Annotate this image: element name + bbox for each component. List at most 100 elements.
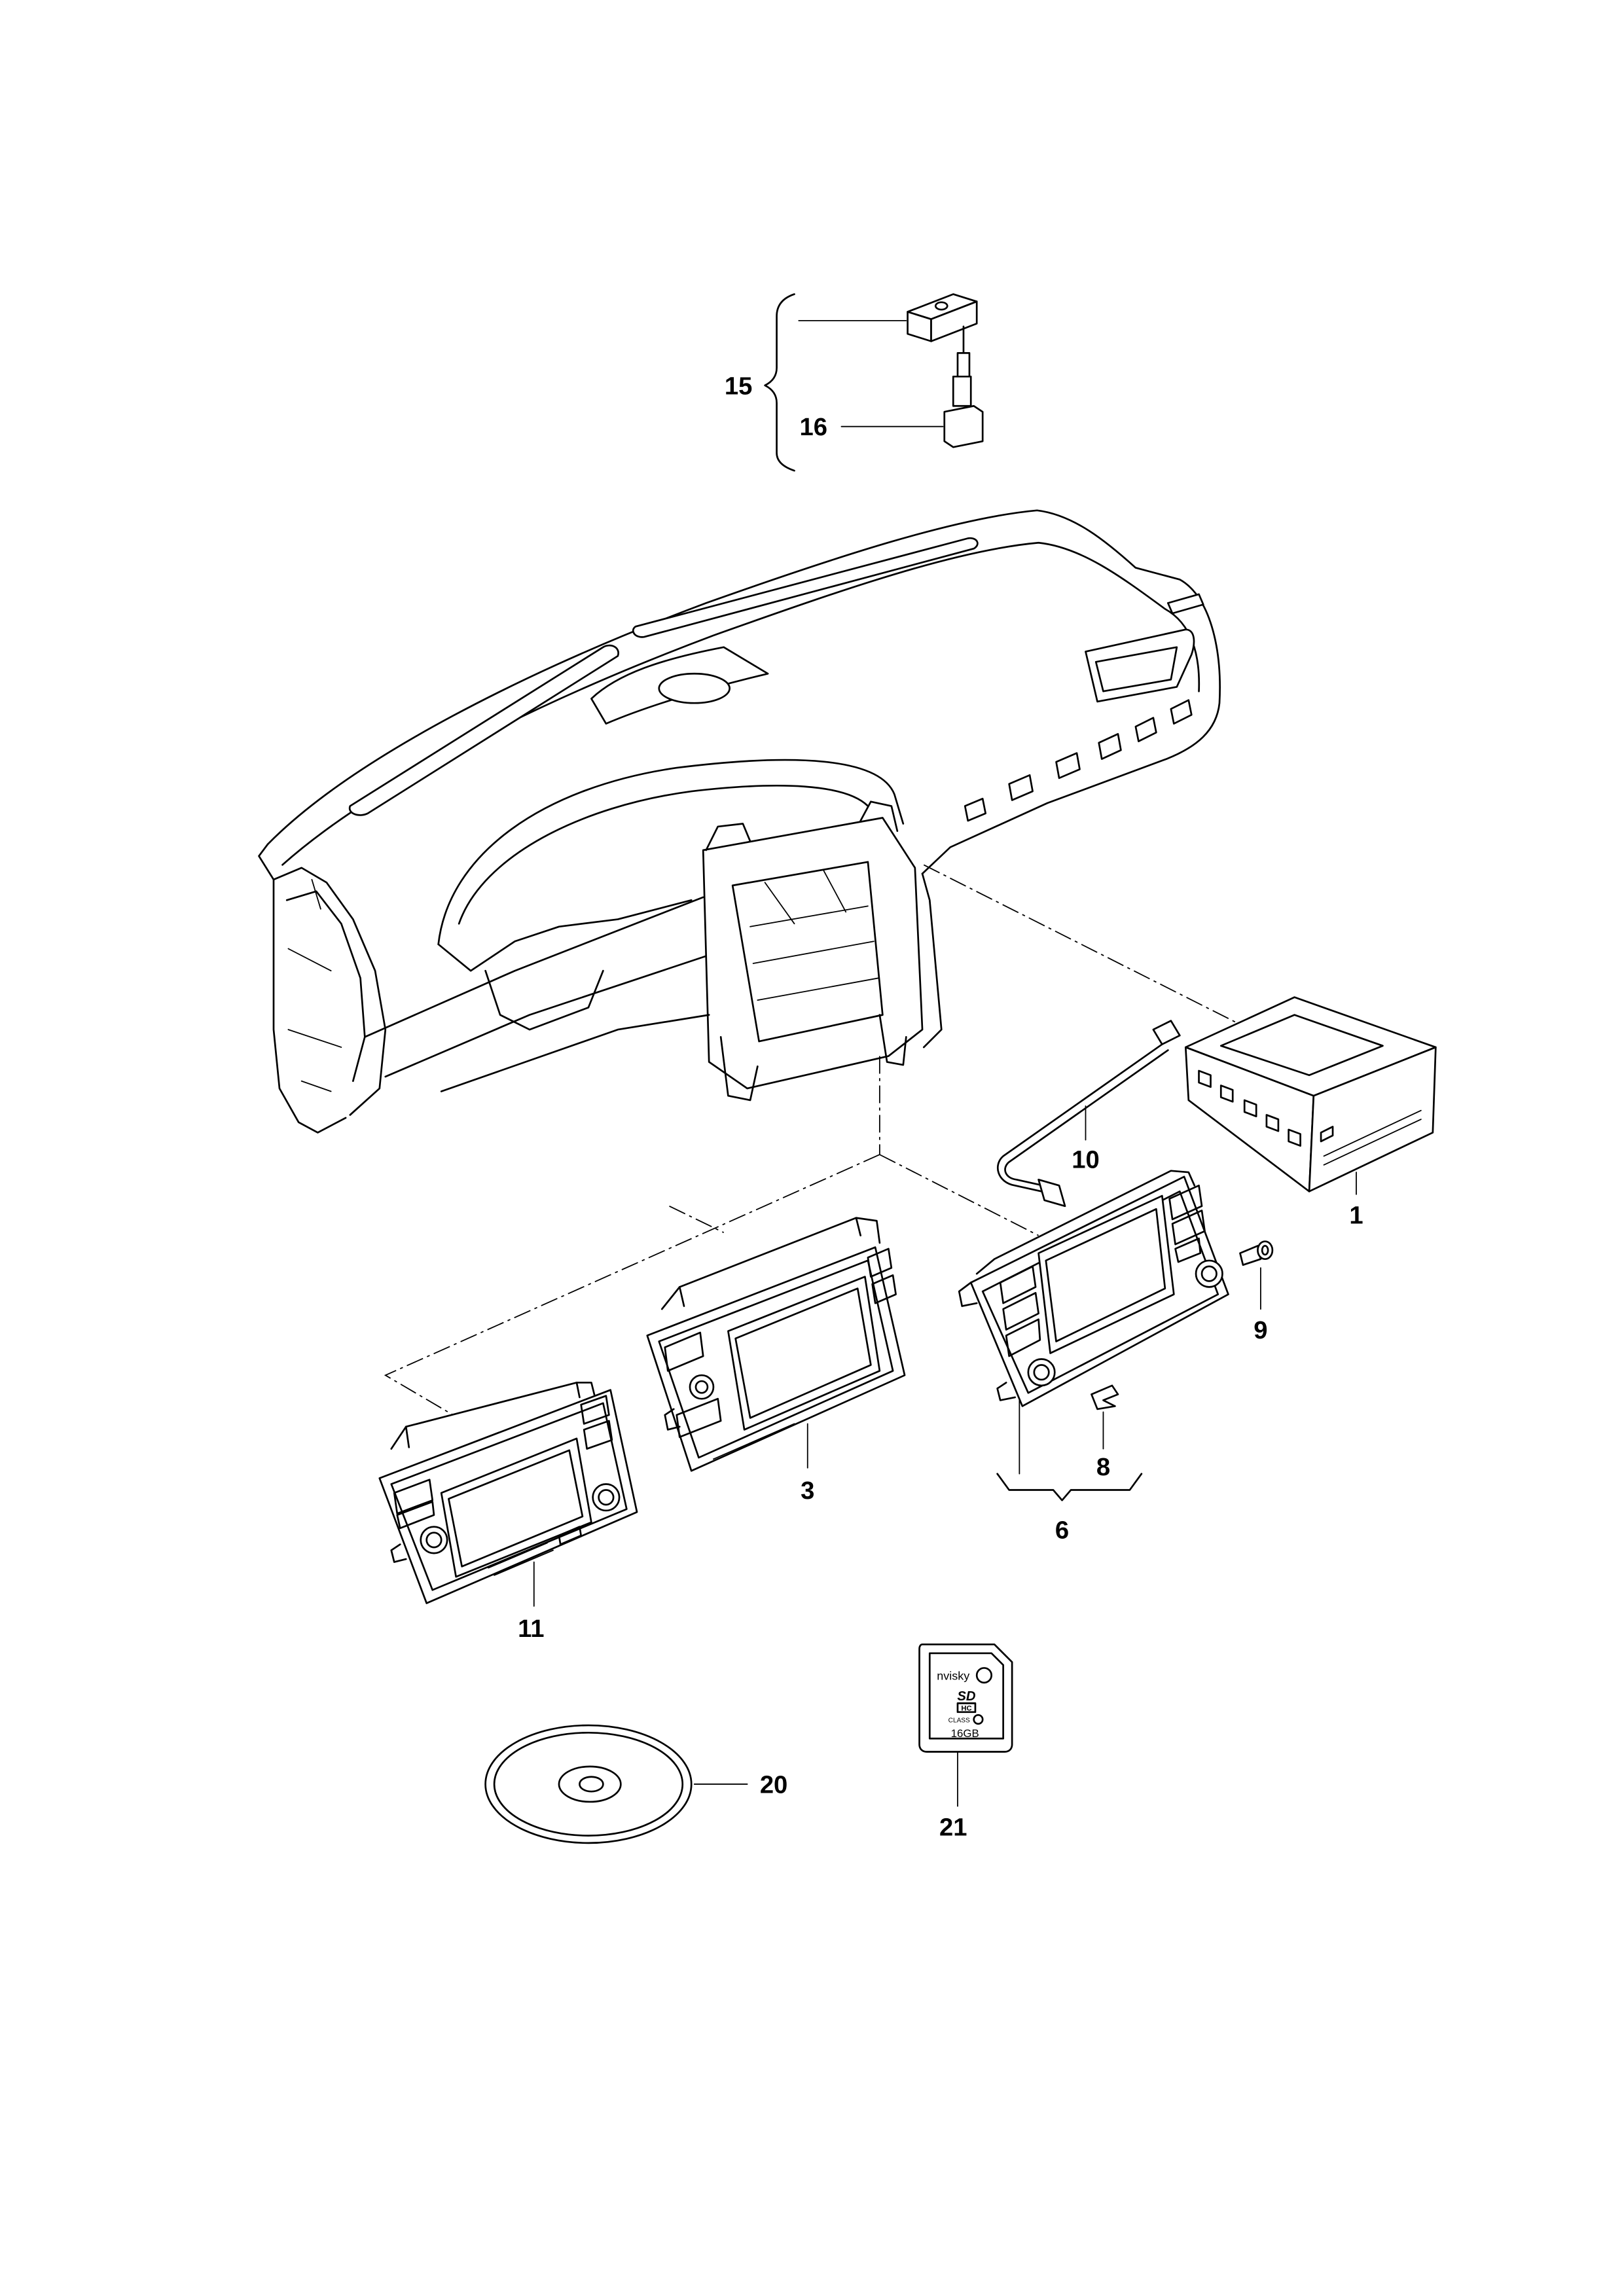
callout-1: 1 — [1349, 1202, 1363, 1230]
part-6-head-unit — [958, 1170, 1229, 1475]
disc-slot — [1323, 1109, 1422, 1166]
center-stack-opening — [731, 861, 884, 1043]
left-button-2 — [676, 1397, 722, 1438]
box-connector-4 — [1265, 1114, 1280, 1132]
instrument-binnacle — [437, 759, 905, 946]
right-knob-cap — [1200, 1265, 1218, 1282]
brace — [764, 293, 795, 472]
module-hole — [934, 301, 948, 311]
dashboard-left-bracket — [272, 867, 387, 1116]
dashboard-lower-beams — [363, 896, 710, 1092]
dashboard-left-ribs — [287, 878, 342, 1092]
mounting-tab-top — [958, 1282, 978, 1307]
disc-slot-button — [1320, 1126, 1334, 1143]
cable-line-b — [1004, 1049, 1169, 1187]
right-button-2 — [1171, 1210, 1206, 1246]
screen-inner — [448, 1449, 584, 1568]
mounting-tab-bottom — [996, 1382, 1016, 1401]
part-3-head-unit — [646, 1217, 906, 1472]
speaker-grille — [658, 672, 731, 704]
sd-brand-logo-icon — [975, 1667, 993, 1684]
screen — [440, 1437, 592, 1578]
module-side-face — [930, 300, 978, 342]
screen-inner — [1045, 1208, 1166, 1342]
cable-connector-bottom — [1038, 1178, 1066, 1208]
assembly-lines — [384, 864, 1251, 1416]
box-top-label — [1219, 1014, 1384, 1077]
dashboard-left-end — [258, 843, 347, 1134]
sd-logo-sub-text: HC — [961, 1705, 971, 1713]
sd-brand-text: nvisky — [937, 1669, 969, 1682]
left-button-1 — [393, 1479, 434, 1515]
sd-logo-sub-box — [956, 1702, 977, 1713]
knob-cap — [695, 1380, 709, 1394]
lower-center-brackets — [719, 1014, 907, 1102]
assembly-line-to-unit-1 — [923, 864, 1251, 1030]
defrost-vent-right — [632, 537, 979, 638]
housing-edge — [405, 1382, 581, 1448]
bolt-head — [1257, 1240, 1274, 1261]
cable-line-a — [996, 1043, 1163, 1193]
left-knob — [420, 1526, 448, 1554]
side-vent-6 — [1170, 699, 1193, 725]
instrument-binnacle-inner — [458, 784, 869, 925]
part-1-navigation-box — [1184, 996, 1437, 1195]
plug-neck — [952, 375, 972, 407]
part-16-plug — [840, 351, 984, 448]
part-10-cable — [996, 1020, 1181, 1208]
plug-stem — [956, 351, 971, 378]
callout-21: 21 — [939, 1814, 967, 1842]
housing-edge — [678, 1217, 862, 1307]
right-end-slot — [1166, 593, 1204, 615]
disc-rim — [493, 1731, 684, 1837]
clip — [1091, 1384, 1119, 1410]
defrost-vent-left — [348, 644, 619, 816]
callout-8: 8 — [1096, 1453, 1110, 1481]
box-connector-5 — [1288, 1128, 1301, 1147]
bottom-slot — [488, 1542, 554, 1576]
bottom-slot — [713, 1423, 795, 1460]
callout-3: 3 — [801, 1477, 814, 1505]
part-15-module — [798, 293, 978, 354]
right-button-2 — [871, 1274, 897, 1304]
right-button-3 — [1174, 1237, 1202, 1263]
sd-class-text: CLASS — [948, 1717, 970, 1725]
bezel-inner — [658, 1259, 894, 1459]
callout-11: 11 — [518, 1615, 544, 1643]
right-button-2 — [583, 1420, 613, 1450]
screen-inner — [734, 1287, 872, 1419]
screen — [727, 1276, 881, 1431]
dashboard-right-lower-edge — [921, 872, 943, 1049]
binnacle-lower — [437, 899, 693, 972]
disc-hole — [579, 1776, 604, 1793]
callout-10: 10 — [1072, 1145, 1099, 1174]
right-button-1 — [1168, 1184, 1203, 1221]
glove-box-recess — [1085, 628, 1195, 703]
cable-connector-top — [1152, 1020, 1181, 1045]
plug-body — [943, 404, 984, 448]
left-button-2 — [1002, 1292, 1039, 1331]
box-connector-2 — [1219, 1085, 1234, 1103]
disc-hub — [558, 1765, 622, 1803]
side-vent-2 — [1008, 774, 1034, 801]
part-21-sd-card: nvisky SD HC CLASS 16GB — [918, 1643, 1013, 1807]
right-button-1 — [580, 1395, 610, 1425]
sd-class-icon — [973, 1713, 984, 1725]
side-tab — [664, 1408, 681, 1431]
assembly-line-to-unit-11 — [384, 1154, 880, 1416]
assembly-line-to-unit-3 — [669, 1205, 725, 1234]
box-front-face — [1308, 1046, 1437, 1193]
side-tab — [390, 1543, 407, 1563]
housing — [975, 1170, 1196, 1275]
bolt-shank — [1239, 1245, 1262, 1266]
center-stack-slots — [749, 870, 879, 1001]
left-button-3 — [1005, 1318, 1041, 1357]
part-9-bolt — [1239, 1240, 1274, 1310]
left-button-1 — [999, 1265, 1037, 1304]
disc-outer — [484, 1724, 693, 1844]
dashboard — [258, 509, 1221, 1134]
left-button-2 — [396, 1501, 435, 1530]
glove-box-inner — [1094, 646, 1178, 692]
bottom-button — [558, 1526, 583, 1545]
